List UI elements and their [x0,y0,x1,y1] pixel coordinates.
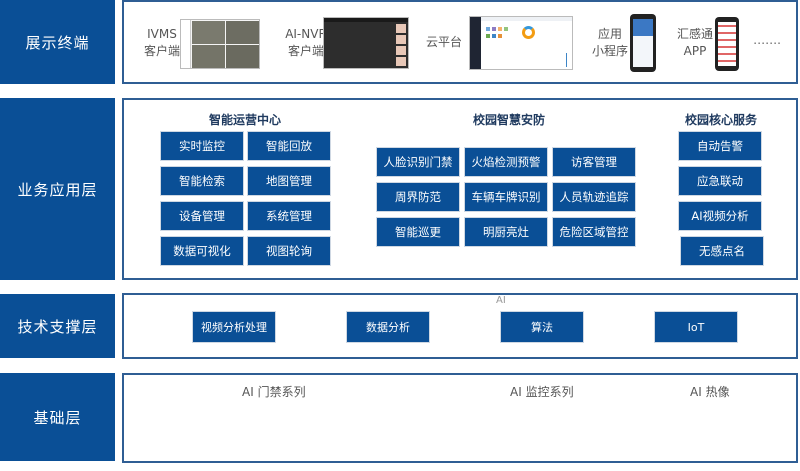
display-terminal-panel: IVMS 客户端 AI-NVR 客户端 云平台 应用 小程序 [122,0,798,84]
feature-box[interactable]: 设备管理 [160,201,244,231]
business-application-panel: 智能运营中心 实时监控 智能回放 智能检索 地图管理 设备管理 系统管理 数据可… [122,98,798,280]
layer-label-display: 展示终端 [0,0,115,84]
feature-box[interactable]: 系统管理 [247,201,331,231]
terminal-label-line1: IVMS [147,27,177,41]
feature-box[interactable]: 访客管理 [552,147,636,177]
layer-label-base: 基础层 [0,373,115,461]
app-phone-icon [715,17,739,71]
feature-box[interactable]: 人员轨迹追踪 [552,182,636,212]
feature-box[interactable]: AI视频分析 [678,201,762,231]
feature-box[interactable]: 实时监控 [160,131,244,161]
feature-box[interactable]: 智能检索 [160,166,244,196]
layer-label-business: 业务应用层 [0,98,115,280]
feature-box[interactable]: 人脸识别门禁 [376,147,460,177]
feature-box[interactable]: 视图轮询 [247,236,331,266]
base-layer-panel: AI 门禁系列 AI 监控系列 AI 热像 const data = JSON.… [122,373,798,463]
terminal-cloud: 云平台 [424,34,464,51]
feature-box[interactable]: 明厨亮灶 [464,217,548,247]
feature-box[interactable]: 车辆车牌识别 [464,182,548,212]
terminal-label-line1: 汇感通 [676,27,713,41]
terminal-label-line2: 客户端 [143,44,180,58]
group-title-operations: 智能运营中心 [208,113,281,127]
tech-box[interactable]: IoT [654,311,738,343]
tech-box[interactable]: 数据分析 [346,311,430,343]
layer-label-tech: 技术支撑层 [0,294,115,358]
feature-box[interactable]: 火焰检测预警 [464,147,548,177]
terminal-label-line1: 应用 [597,27,622,41]
nvr-client-screenshot-icon [323,17,409,69]
terminal-ivms: IVMS 客户端 [140,26,184,60]
terminal-ai-nvr: AI-NVR 客户端 [282,26,330,60]
feature-box[interactable]: 自动告警 [678,131,762,161]
ivms-client-screenshot-icon [180,19,260,69]
group-title-core-services: 校园核心服务 [684,113,757,127]
feature-box[interactable]: 地图管理 [247,166,331,196]
terminal-label-line2: 小程序 [592,44,629,58]
terminal-mini-program: 应用 小程序 [592,26,628,60]
feature-box[interactable]: 周界防范 [376,182,460,212]
feature-box[interactable]: 危险区域管控 [552,217,636,247]
terminal-label-line2: 客户端 [287,44,324,58]
feature-box[interactable]: 应急联动 [678,166,762,196]
terminal-app: 汇感通 APP [676,26,714,60]
ai-note: AI [496,295,506,306]
feature-box[interactable]: 无感点名 [680,236,764,266]
group-title-security: 校园智慧安防 [472,113,545,127]
series-title-monitoring: AI 监控系列 [510,385,574,399]
series-title-access: AI 门禁系列 [242,385,306,399]
tech-box[interactable]: 算法 [500,311,584,343]
feature-box[interactable]: 数据可视化 [160,236,244,266]
terminal-label-line1: AI-NVR [285,27,327,41]
tech-box[interactable]: 视频分析处理 [192,311,276,343]
terminal-label-line1: 云平台 [425,35,462,49]
feature-box[interactable]: 智能巡更 [376,217,460,247]
more-terminals-ellipsis: ……. [753,33,781,47]
cloud-platform-screenshot-icon [469,16,573,70]
terminal-label-line2: APP [683,44,707,58]
feature-box[interactable]: 智能回放 [247,131,331,161]
mini-program-phone-icon [630,14,656,72]
tech-support-panel: AI 视频分析处理 数据分析 算法 IoT [122,293,798,359]
series-title-thermal: AI 热像 [690,385,730,399]
